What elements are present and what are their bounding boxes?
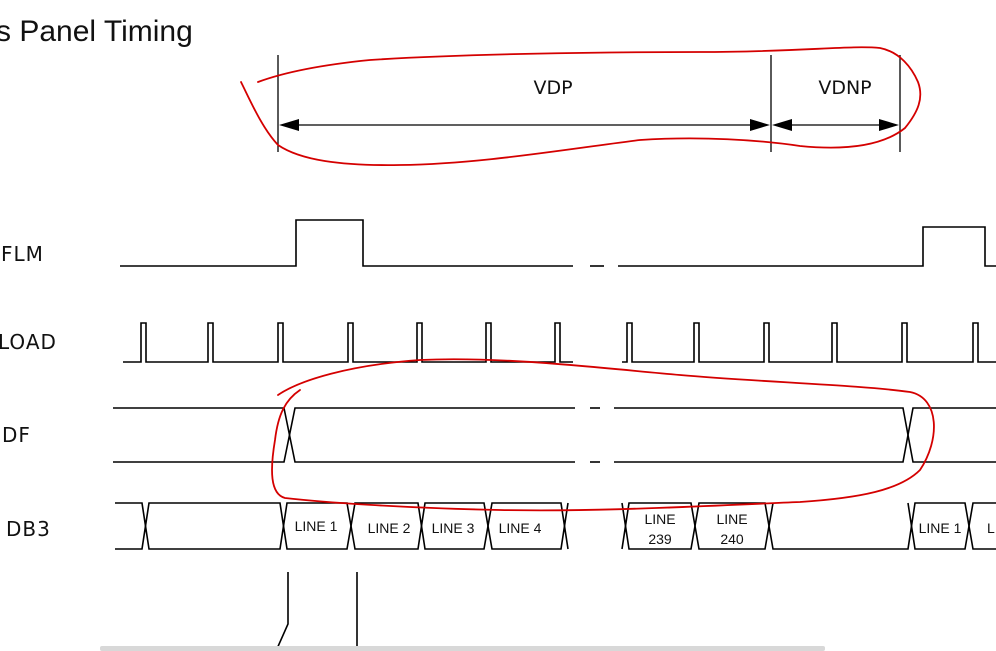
load-waveform	[123, 322, 996, 363]
db3-cell-line-4: LINE 4	[499, 520, 542, 536]
vdp-label: VDP	[533, 77, 572, 99]
diagram-title: s Panel Timing	[0, 15, 193, 48]
signal-label-load: LOAD	[0, 330, 57, 354]
signal-label-db3: DB3	[6, 517, 51, 541]
db3-cell-line-3: LINE 3	[432, 520, 475, 536]
db3-cell-line-239-bottom: 239	[648, 531, 672, 547]
db3-cell-line-2: LINE 2	[368, 520, 411, 536]
red-annotation-middle	[271, 358, 935, 512]
lower-timing-fragment	[275, 572, 358, 651]
vdp-arrow-left-head	[279, 119, 299, 131]
db3-cell-line-239-top: LINE	[644, 511, 675, 527]
db3-cell-line-1: LINE 1	[295, 518, 338, 534]
signal-label-flm: FLM	[1, 242, 44, 266]
vdnp-arrow-right-head	[879, 119, 899, 131]
df-waveform	[113, 407, 996, 463]
db3-cell-partial: L	[987, 520, 995, 536]
span-markers: VDP VDNP	[277, 55, 901, 152]
vdp-arrow-right-head	[750, 119, 770, 131]
db3-cell-line-240-top: LINE	[716, 511, 747, 527]
red-annotation-top	[240, 46, 922, 167]
flm-waveform	[120, 219, 996, 267]
vdnp-arrow-left-head	[772, 119, 792, 131]
horizontal-scrollbar[interactable]	[100, 646, 825, 651]
vdnp-label: VDNP	[818, 77, 871, 99]
db3-cell-line-1-repeat: LINE 1	[919, 520, 962, 536]
signal-label-df: DF	[2, 423, 31, 447]
db3-cell-line-240-bottom: 240	[720, 531, 744, 547]
db3-waveform	[115, 502, 996, 550]
